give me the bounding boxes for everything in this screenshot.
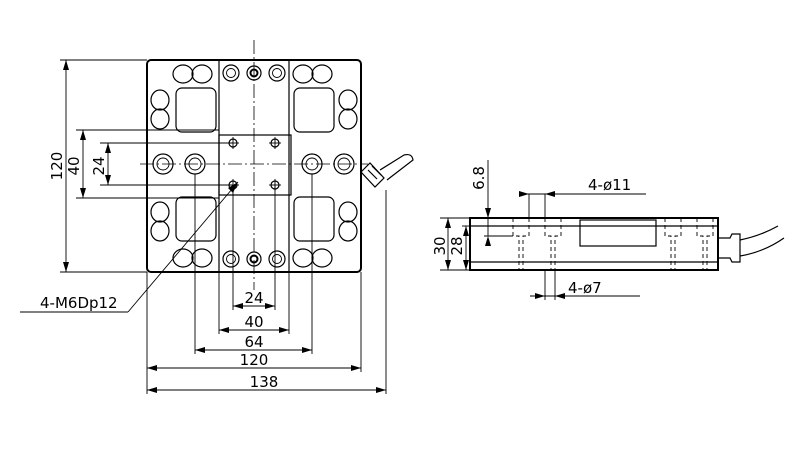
side-dimensions bbox=[440, 160, 646, 300]
dim-width-overall: 120 bbox=[240, 351, 269, 369]
plan-view: 120 40 24 bbox=[20, 40, 414, 394]
through-hole-callout: 4-ø7 bbox=[568, 279, 602, 297]
counterbore-callout: 4-ø11 bbox=[588, 176, 631, 194]
dim-height-block: 40 bbox=[65, 156, 83, 175]
side-pocket bbox=[579, 219, 657, 247]
slot-shapes bbox=[150, 64, 358, 268]
side-cable bbox=[717, 225, 785, 263]
bottom-dimensions bbox=[146, 174, 387, 394]
m6-callout-label: 4-M6Dp12 bbox=[40, 294, 118, 312]
dim-height-total: 30 bbox=[431, 236, 449, 255]
dim-counterbore-depth: 6.8 bbox=[470, 166, 488, 190]
dim-width-holes: 24 bbox=[244, 289, 263, 307]
dim-height-body: 28 bbox=[448, 236, 466, 255]
dim-width-total: 138 bbox=[250, 373, 279, 391]
dim-height-holes: 24 bbox=[90, 156, 108, 175]
m6-leader bbox=[20, 181, 239, 313]
cutout-bottom-right bbox=[293, 196, 335, 242]
cutout-bottom-left bbox=[175, 196, 217, 242]
cutout-top-left bbox=[175, 87, 217, 133]
cable-gland bbox=[360, 153, 414, 188]
dim-width-block: 40 bbox=[244, 313, 263, 331]
cutout-top-right bbox=[293, 87, 335, 133]
side-view: 6.8 30 28 4-ø11 4-ø7 bbox=[431, 160, 785, 300]
side-hidden-holes bbox=[512, 218, 714, 270]
dim-width-bolt: 64 bbox=[244, 333, 263, 351]
dim-height-overall: 120 bbox=[48, 152, 66, 181]
loading-block bbox=[218, 134, 292, 196]
